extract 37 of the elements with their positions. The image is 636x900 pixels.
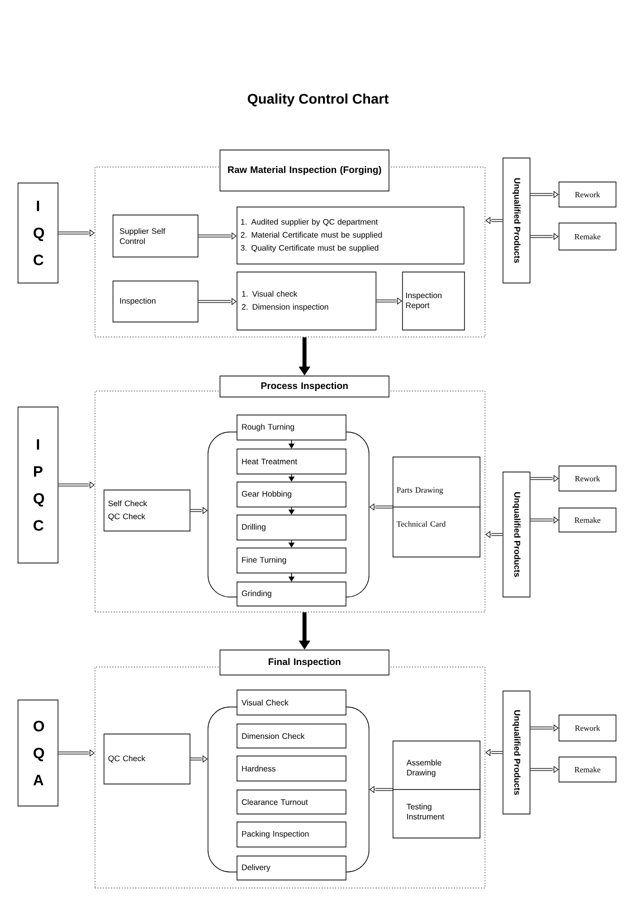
- stage-box: I P Q C: [18, 406, 58, 564]
- result-box: Remake: [558, 756, 616, 782]
- heading-box: Process Inspection: [220, 376, 390, 398]
- step-box: Visual Check: [236, 690, 346, 716]
- unqualified-box: Unqualified Products: [502, 690, 530, 814]
- step-box: Rough Turning: [236, 414, 346, 440]
- step-box: Packing Inspection: [236, 822, 346, 848]
- step-box: Heat Treatment: [236, 448, 346, 474]
- step-box: Drilling: [236, 514, 346, 540]
- result-box: Remake: [558, 222, 616, 250]
- step-box: Hardness: [236, 756, 346, 782]
- step-box: Grinding: [236, 582, 346, 606]
- text-box: QC Check: [104, 734, 190, 784]
- list-box: Self Check QC Check: [104, 490, 190, 532]
- reference-box: Parts Drawing Technical Card: [392, 456, 481, 558]
- step-box: Delivery: [236, 856, 346, 880]
- unqualified-box: Unqualified Products: [502, 472, 530, 598]
- result-box: Rework: [558, 466, 616, 492]
- step-box: Fine Turning: [236, 548, 346, 574]
- text-box: Supplier Self Control: [112, 214, 198, 258]
- text-box: Inspection: [112, 280, 198, 322]
- result-box: Remake: [558, 508, 616, 532]
- step-box: Clearance Turnout: [236, 790, 346, 814]
- result-box: Rework: [558, 182, 616, 208]
- list-box: 1. Visual check 2. Dimension inspection: [236, 272, 376, 330]
- stage-box: I Q C: [18, 182, 58, 284]
- text-box: Inspection Report: [402, 272, 465, 330]
- step-box: Gear Hobbing: [236, 482, 346, 508]
- list-box: 1. Audited supplier by QC department 2. Material Certificate must be supplied 3. Quality Certificate must be supplied: [236, 206, 464, 264]
- unqualified-box: Unqualified Products: [502, 158, 530, 284]
- heading-box: Raw Material Inspection (Forging): [220, 150, 390, 192]
- result-box: Rework: [558, 714, 616, 742]
- heading-box: Final Inspection: [220, 650, 390, 676]
- stage-box: O Q A: [18, 700, 58, 806]
- step-box: Dimension Check: [236, 724, 346, 748]
- reference-box: Assemble Drawing Testing Instrument: [392, 740, 481, 838]
- title: Quality Control Chart: [248, 93, 389, 107]
